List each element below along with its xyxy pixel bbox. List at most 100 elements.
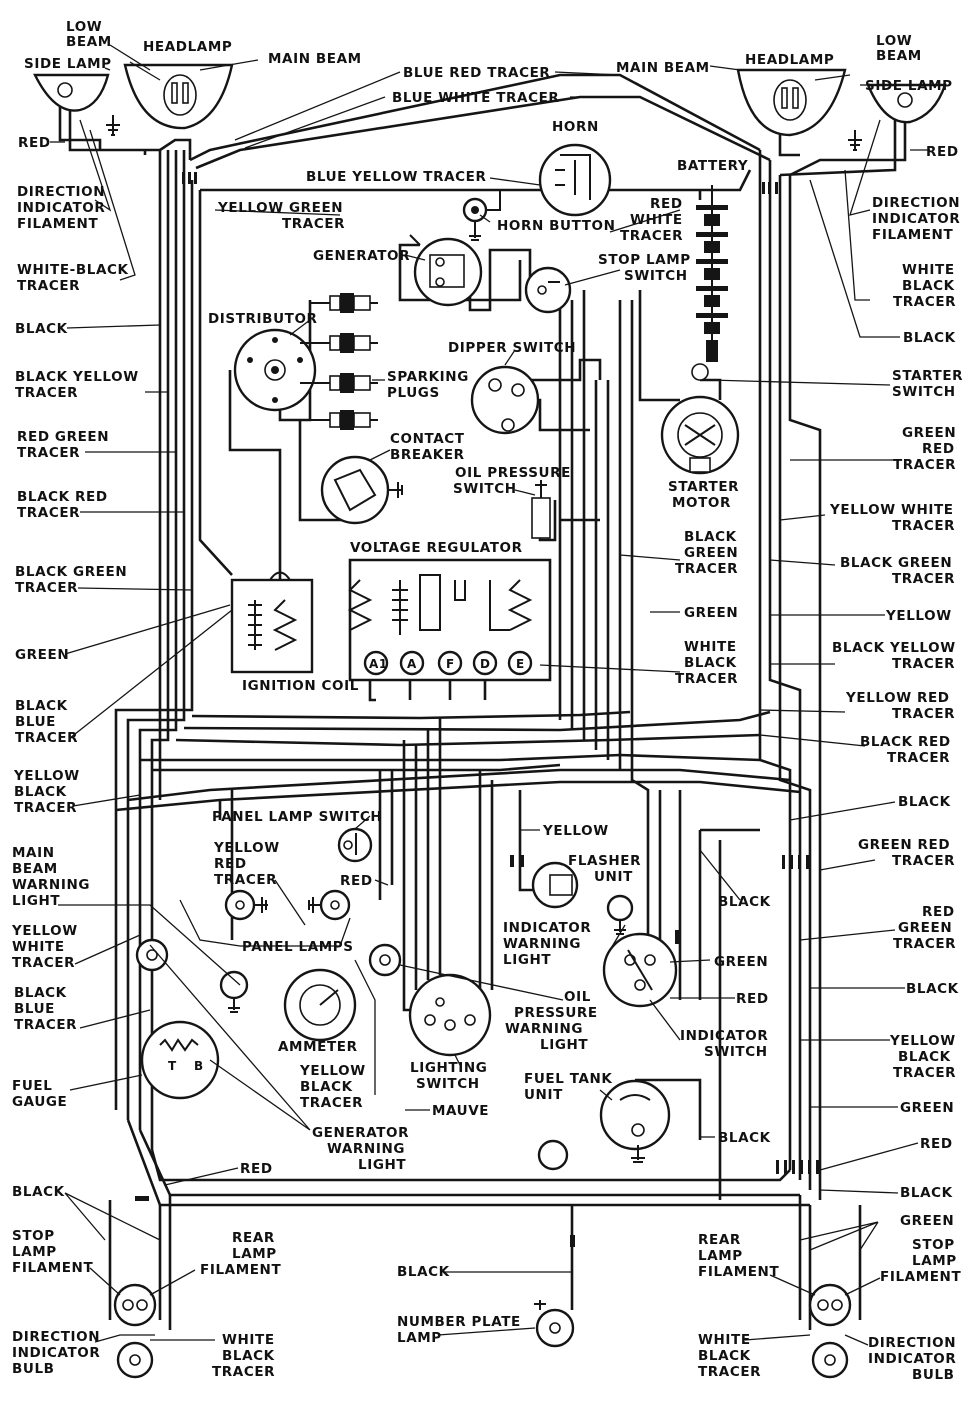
fuel-tank-float — [537, 1139, 569, 1171]
label-yellow-mid: YELLOW — [542, 823, 609, 839]
ignition-coil — [230, 571, 314, 674]
label-yellow-right: YELLOW — [885, 608, 952, 624]
indicator-switch — [602, 932, 678, 1008]
label-panel-lamps: PANEL LAMPS — [242, 939, 354, 955]
label-red-right: RED — [926, 144, 959, 160]
label-voltage-regulator: VOLTAGE REGULATOR — [350, 540, 523, 556]
direction-indicator-bulb-right — [811, 1341, 849, 1379]
horn — [538, 143, 612, 217]
wire-junctions — [135, 172, 819, 1247]
label-red-rear: RED — [240, 1161, 273, 1177]
starter-motor — [660, 395, 740, 475]
ground-icon-panel — [254, 897, 321, 913]
gauge-mark-b: B — [194, 1059, 204, 1073]
leader-lines — [50, 44, 930, 1346]
label-green-mid: GREEN — [684, 605, 738, 621]
label-green-indicator: GREEN — [714, 954, 768, 970]
main-beam-warning-light — [135, 938, 169, 972]
label-black-right-2: BLACK — [898, 794, 951, 810]
label-blue-white-tracer: BLUE WHITE TRACER — [392, 90, 559, 106]
oil-pressure-warning-light — [368, 943, 402, 977]
left-ground-icon — [106, 115, 120, 136]
label-green-left: GREEN — [15, 647, 69, 663]
voltage-regulator: A1 A F D E — [347, 574, 533, 676]
label-red-left: RED — [18, 135, 51, 151]
distributor — [233, 328, 317, 412]
panel-lamp-right — [319, 889, 351, 921]
rear-lamp-left — [113, 1283, 157, 1327]
ammeter — [283, 968, 357, 1042]
label-black-right: BLACK — [903, 330, 956, 346]
battery — [696, 185, 728, 362]
label-blue-red-tracer: BLUE RED TRACER — [403, 65, 550, 81]
label-green-rear-right: GREEN — [900, 1213, 954, 1229]
label-generator: GENERATOR — [313, 248, 410, 264]
label-mauve: MAUVE — [432, 1103, 489, 1119]
indicator-warning-light — [606, 894, 634, 935]
label-blue-yellow-tracer: BLUE YELLOW TRACER — [306, 169, 486, 185]
terminal-e: E — [516, 657, 525, 671]
starter-switch — [691, 363, 709, 381]
fuel-tank-unit — [599, 1079, 671, 1163]
wiring-harness — [58, 73, 907, 1330]
flasher-unit — [531, 861, 579, 909]
stop-lamp-switch — [524, 266, 572, 314]
label-black-left: BLACK — [15, 321, 68, 337]
label-green-right: GREEN — [900, 1100, 954, 1116]
label-red-indicator: RED — [736, 991, 769, 1007]
lighting-switch — [408, 973, 492, 1057]
label-red-right-2: RED — [920, 1136, 953, 1152]
contact-breaker — [320, 455, 403, 525]
label-horn: HORN — [552, 119, 599, 135]
label-black-rear-left: BLACK — [12, 1184, 65, 1200]
label-horn-button: HORN BUTTON — [497, 218, 616, 234]
panel-lamp-switch — [337, 827, 373, 863]
right-ground-icon — [848, 130, 862, 151]
label-black-right-3: BLACK — [906, 981, 959, 997]
label-panel-lamp-switch: PANEL LAMP SWITCH — [212, 809, 382, 825]
terminal-f: F — [446, 657, 455, 671]
left-headlamp — [123, 63, 234, 130]
generator-warning-light — [219, 970, 249, 1013]
label-headlamp-left: HEADLAMP — [143, 39, 232, 55]
